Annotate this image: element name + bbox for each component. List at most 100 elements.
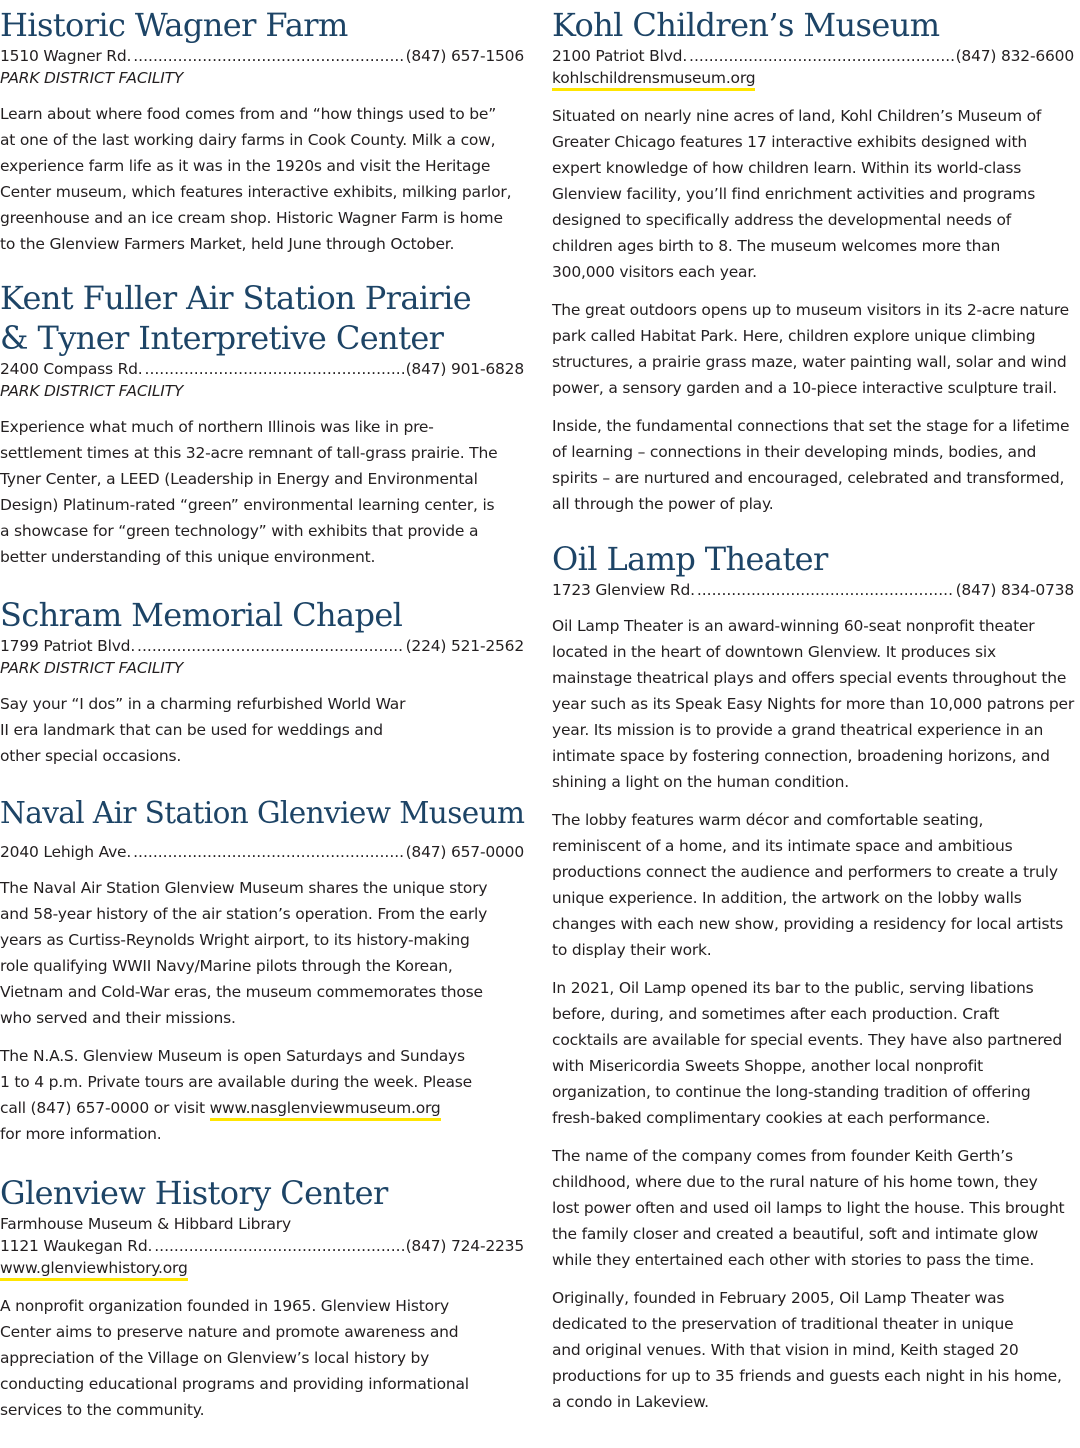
text-line: Center museum, which features interactiv… xyxy=(0,183,512,201)
entry-subtitle: Farmhouse Museum & Hibbard Library xyxy=(0,1215,291,1233)
address: 2100 Patriot Blvd. xyxy=(552,47,688,65)
leader-dots xyxy=(154,1235,403,1257)
text-line: Design) Platinum-rated “green” environme… xyxy=(0,496,495,514)
text-line: role qualifying WWII Navy/Marine pilots … xyxy=(0,957,453,975)
address: 1121 Waukegan Rd. xyxy=(0,1237,153,1255)
description: Inside, the fundamental connections that… xyxy=(552,413,1080,517)
description: Oil Lamp Theater is an award-winning 60-… xyxy=(552,613,1080,795)
description: Say your “I dos” in a charming refurbish… xyxy=(0,691,524,769)
text-line: all through the power of play. xyxy=(552,495,774,513)
leader-dots xyxy=(689,45,954,67)
text-line: Experience what much of northern Illinoi… xyxy=(0,418,434,436)
text-line: Situated on nearly nine acres of land, K… xyxy=(552,107,1042,125)
address-row: 1723 Glenview Rd. (847) 834-0738 xyxy=(552,579,1080,601)
text-line: productions connect the audience and per… xyxy=(552,863,1058,881)
address: 2040 Lehigh Ave. xyxy=(0,843,132,861)
website-link[interactable]: www.nasglenviewmuseum.org xyxy=(209,1098,441,1121)
address: 1510 Wagner Rd. xyxy=(0,47,132,65)
description: Originally, founded in February 2005, Oi… xyxy=(552,1285,1080,1415)
text-line: childhood, where due to the rural nature… xyxy=(552,1173,1038,1191)
text-line: expert knowledge of how children learn. … xyxy=(552,159,1022,177)
text-line: shining a light on the human condition. xyxy=(552,773,850,791)
text-line: year. Its mission is to provide a grand … xyxy=(552,721,1044,739)
text-line: at one of the last working dairy farms i… xyxy=(0,131,496,149)
text-line: Center aims to preserve nature and promo… xyxy=(0,1323,459,1341)
text-line: 300,000 visitors each year. xyxy=(552,263,757,281)
text-fragment: call (847) 657-0000 or visit xyxy=(0,1099,210,1117)
text-line: park called Habitat Park. Here, children… xyxy=(552,327,1036,345)
text-line: changes with each new show, providing a … xyxy=(552,915,1064,933)
text-line: Learn about where food comes from and “h… xyxy=(0,105,497,123)
leader-dots xyxy=(697,579,954,601)
facility-tag: PARK DISTRICT FACILITY xyxy=(0,382,184,400)
text-line: who served and their missions. xyxy=(0,1009,236,1027)
text-line: unique experience. In addition, the artw… xyxy=(552,889,1022,907)
text-line: conducting educational programs and prov… xyxy=(0,1375,469,1393)
text-line: productions for up to 35 friends and gue… xyxy=(552,1367,1062,1385)
entry-title: Oil Lamp Theater xyxy=(552,540,828,578)
text-line: dedicated to the preservation of traditi… xyxy=(552,1315,1014,1333)
text-line: intimate space by fostering connection, … xyxy=(552,747,1050,765)
entry-title: Kohl Children’s Museum xyxy=(552,6,940,44)
phone-number: (847) 724-2235 xyxy=(405,1237,524,1255)
text-line: greenhouse and an ice cream shop. Histor… xyxy=(0,209,503,227)
text-line: Originally, founded in February 2005, Oi… xyxy=(552,1289,1005,1307)
text-line: II era landmark that can be used for wed… xyxy=(0,721,383,739)
leader-dots xyxy=(145,358,404,380)
title-line: & Tyner Interpretive Center xyxy=(0,319,444,357)
entry-naval-air-station-museum: Naval Air Station Glenview Museum 2040 L… xyxy=(0,793,525,1147)
website-row: www.glenviewhistory.org xyxy=(0,1257,524,1281)
text-line: The lobby features warm décor and comfor… xyxy=(552,811,984,829)
phone-number: (847) 834-0738 xyxy=(955,581,1075,599)
entry-title: Schram Memorial Chapel xyxy=(0,596,403,634)
text-line: services to the community. xyxy=(0,1401,205,1419)
address-row: 1121 Waukegan Rd. (847) 724-2235 xyxy=(0,1235,524,1257)
text-line: years as Curtiss-Reynolds Wright airport… xyxy=(0,931,470,949)
leader-dots xyxy=(133,45,403,67)
text-line: of learning – connections in their devel… xyxy=(552,443,1037,461)
description: The Naval Air Station Glenview Museum sh… xyxy=(0,875,524,1031)
website-row: kohlschildrensmuseum.org xyxy=(552,67,1080,91)
text-line: The Naval Air Station Glenview Museum sh… xyxy=(0,879,488,897)
text-line: located in the heart of downtown Glenvie… xyxy=(552,643,996,661)
text-line: and 58-year history of the air station’s… xyxy=(0,905,488,923)
text-line: A nonprofit organization founded in 1965… xyxy=(0,1297,450,1315)
text-line: settlement times at this 32-acre remnant… xyxy=(0,444,498,462)
text-line: Oil Lamp Theater is an award-winning 60-… xyxy=(552,617,1035,635)
entry-schram-chapel: Schram Memorial Chapel 1799 Patriot Blvd… xyxy=(0,595,524,769)
text-line: In 2021, Oil Lamp opened its bar to the … xyxy=(552,979,1034,997)
address: 1723 Glenview Rd. xyxy=(552,581,695,599)
text-line: for more information. xyxy=(0,1125,162,1143)
entry-title: Glenview History Center xyxy=(0,1174,388,1212)
entry-glenview-history-center: Glenview History Center Farmhouse Museum… xyxy=(0,1173,524,1423)
text-line: before, during, and sometimes after each… xyxy=(552,1005,1000,1023)
address-row: 1510 Wagner Rd. (847) 657-1506 xyxy=(0,45,524,67)
text-line: to display their work. xyxy=(552,941,712,959)
title-line: Kent Fuller Air Station Prairie xyxy=(0,279,472,317)
text-line: power, a sensory garden and a 10-piece i… xyxy=(552,379,1057,397)
website-link[interactable]: www.glenviewhistory.org xyxy=(0,1258,188,1281)
hours-info: The N.A.S. Glenview Museum is open Satur… xyxy=(0,1043,524,1147)
text-line: experience farm life as it was in the 19… xyxy=(0,157,491,175)
text-line: year such as its Speak Easy Nights for m… xyxy=(552,695,1075,713)
address: 1799 Patriot Blvd. xyxy=(0,637,136,655)
phone-number: (224) 521-2562 xyxy=(405,637,524,655)
text-line: other special occasions. xyxy=(0,747,182,765)
address-row: 2400 Compass Rd. (847) 901-6828 xyxy=(0,358,524,380)
website-link[interactable]: kohlschildrensmuseum.org xyxy=(552,68,756,91)
text-line: with Misericordia Sweets Shoppe, another… xyxy=(552,1057,984,1075)
address-row: 1799 Patriot Blvd. (224) 521-2562 xyxy=(0,635,524,657)
description: A nonprofit organization founded in 1965… xyxy=(0,1293,524,1423)
text-line: the family closer and created a beautifu… xyxy=(552,1225,1039,1243)
entry-kent-fuller-prairie: Kent Fuller Air Station Prairie & Tyner … xyxy=(0,278,524,570)
text-line: to the Glenview Farmers Market, held Jun… xyxy=(0,235,455,253)
description: Learn about where food comes from and “h… xyxy=(0,101,524,257)
address-row: 2040 Lehigh Ave. (847) 657-0000 xyxy=(0,841,524,863)
leader-dots xyxy=(133,841,403,863)
text-line: mainstage theatrical plays and offers sp… xyxy=(552,669,1067,687)
text-line: a condo in Lakeview. xyxy=(552,1393,709,1411)
entry-title: Historic Wagner Farm xyxy=(0,6,348,44)
text-line: The great outdoors opens up to museum vi… xyxy=(552,301,1069,319)
text-line: better understanding of this unique envi… xyxy=(0,548,376,566)
